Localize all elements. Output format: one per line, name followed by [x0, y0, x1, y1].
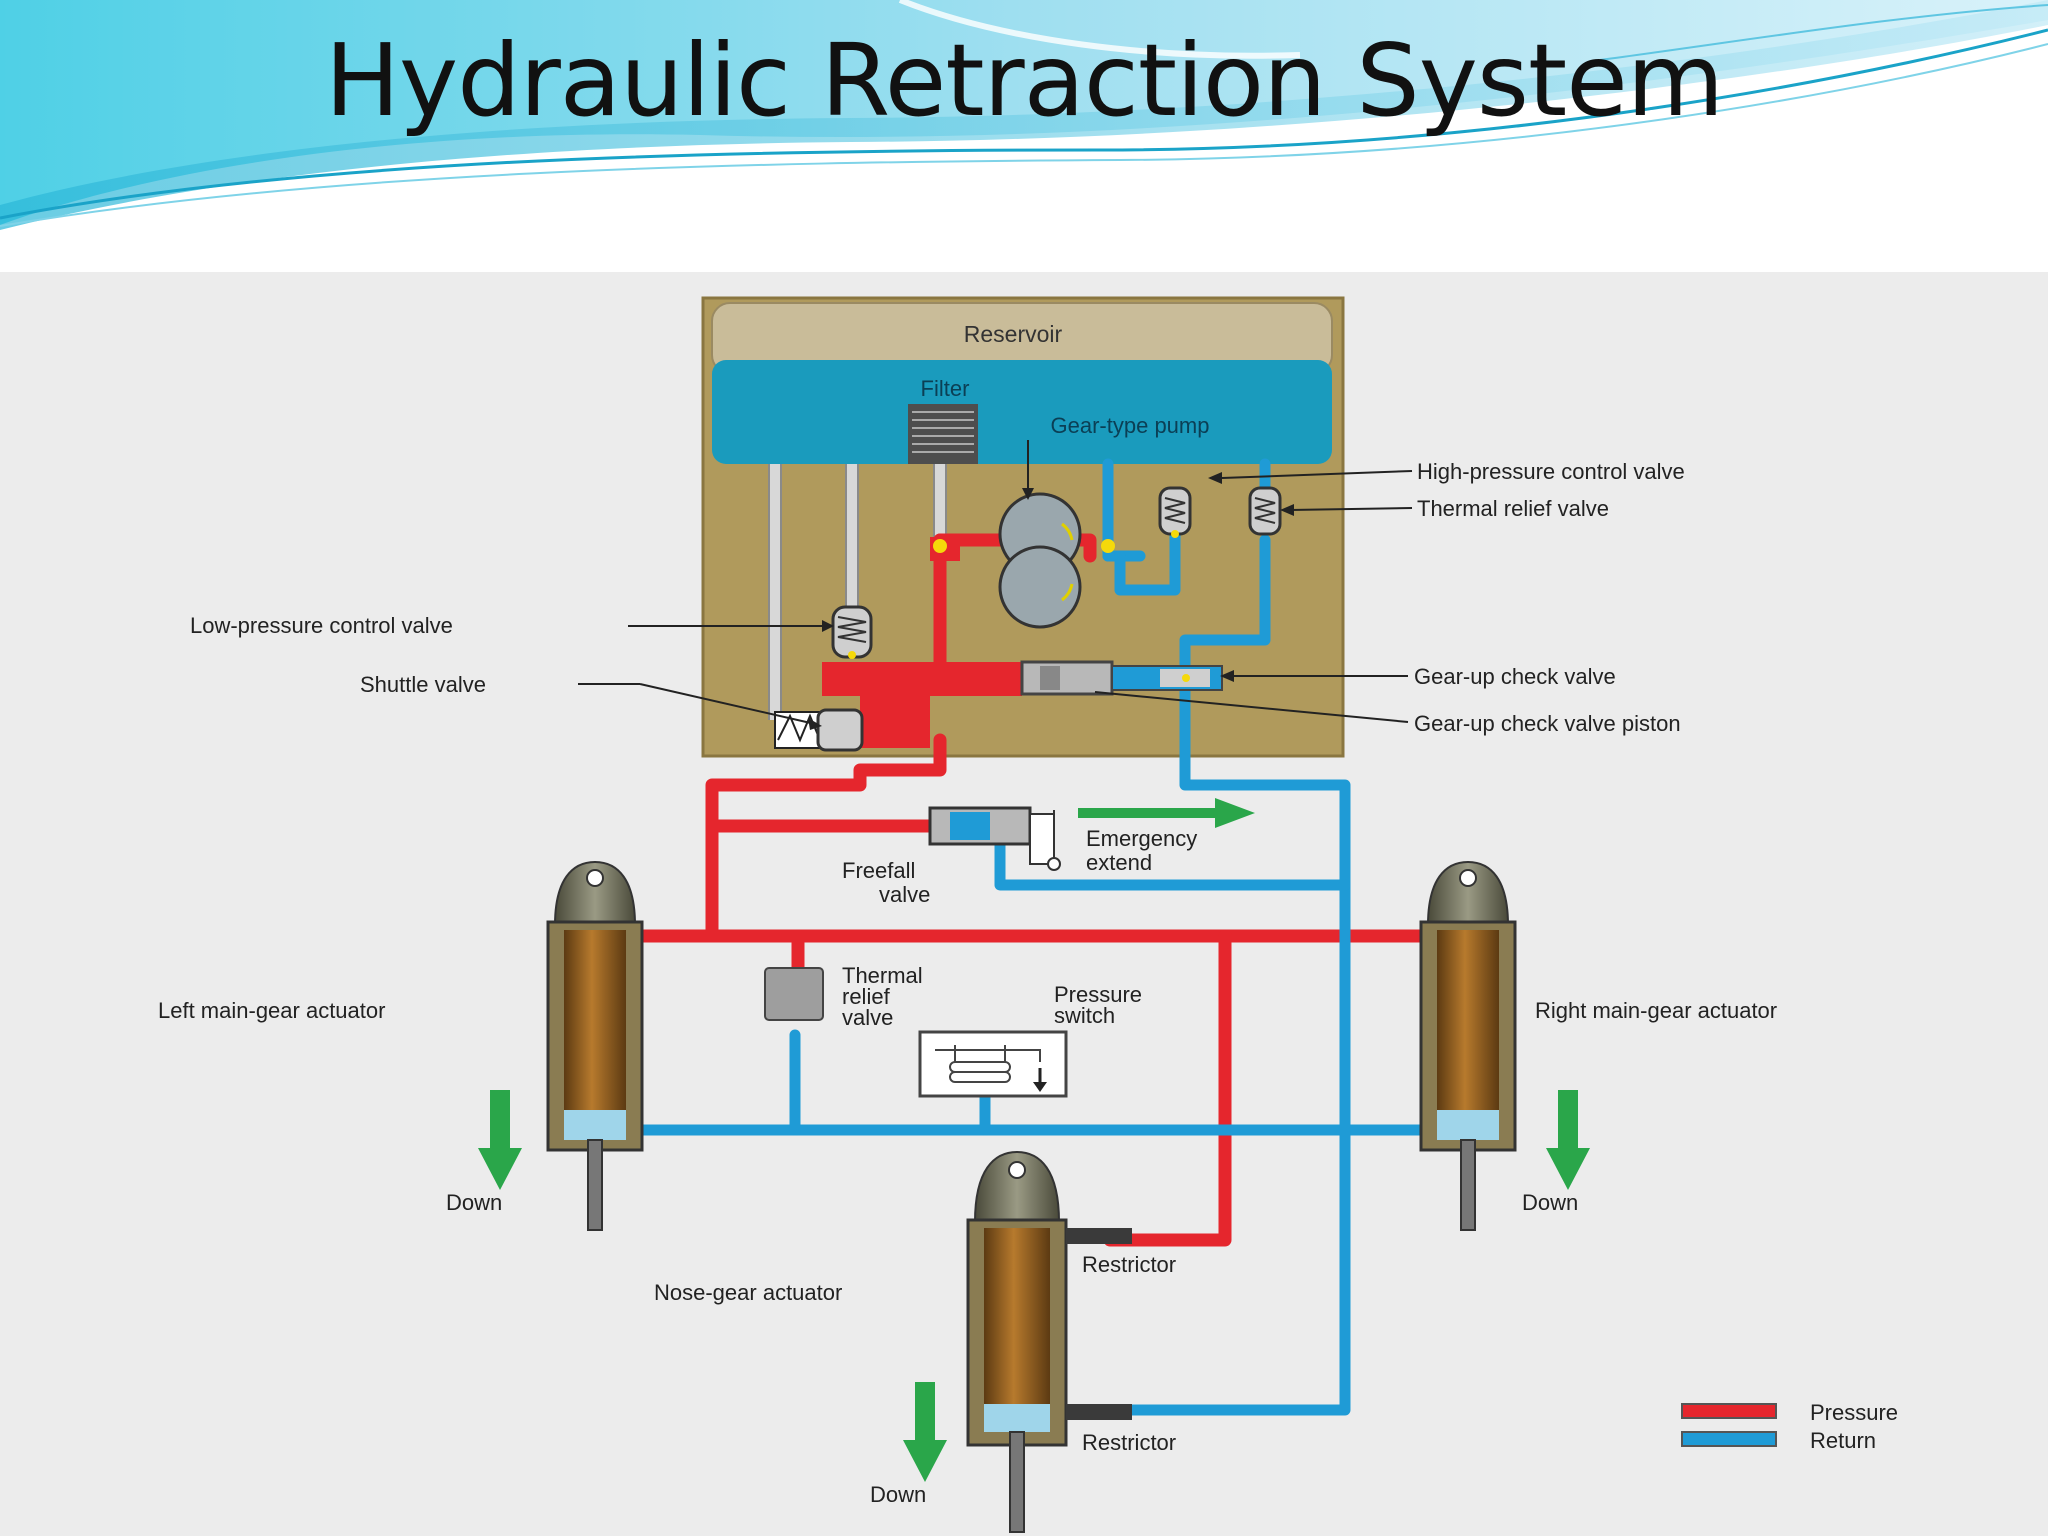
nose-gear-actuator-label: Nose-gear actuator	[654, 1280, 842, 1305]
thermal-relief-valve-top	[1248, 486, 1282, 536]
down-right-label: Down	[1522, 1190, 1578, 1215]
down-arrow-nose	[903, 1382, 947, 1482]
restrictor-bottom-label: Restrictor	[1082, 1430, 1176, 1455]
hydraulic-diagram: Reservoir Filter Gear-type pump	[0, 272, 2048, 1536]
right-main-gear-actuator-label: Right main-gear actuator	[1535, 998, 1777, 1023]
low-pressure-control-valve-label: Low-pressure control valve	[190, 613, 453, 638]
pump-gear-bottom	[998, 545, 1082, 629]
slide-title: Hydraulic Retraction System	[324, 22, 1724, 139]
thermal-relief-mid-label-3: valve	[842, 1005, 893, 1030]
filter-element	[908, 404, 978, 464]
thermal-relief-mid-label-2: relief	[842, 984, 891, 1009]
gear-up-check-valve-piston-label: Gear-up check valve piston	[1414, 711, 1681, 736]
legend: Pressure Return	[1681, 1400, 1898, 1453]
freefall-valve	[928, 806, 1061, 871]
restrictor-top	[1066, 1228, 1132, 1244]
thermal-relief-mid-label-1: Thermal	[842, 963, 923, 988]
high-pressure-control-valve	[1158, 486, 1192, 538]
high-pressure-control-valve-label: High-pressure control valve	[1417, 459, 1685, 484]
legend-pressure-label: Pressure	[1810, 1400, 1898, 1425]
nose-gear-actuator	[966, 1150, 1132, 1533]
freefall-valve-label-1: Freefall	[842, 858, 915, 883]
right-main-gear-actuator	[1419, 860, 1517, 1231]
shuttle-valve-label: Shuttle valve	[360, 672, 486, 697]
left-main-gear-actuator	[546, 860, 644, 1231]
gear-pump-label: Gear-type pump	[1051, 413, 1210, 438]
pressure-switch-label-1: Pressure	[1054, 982, 1142, 1007]
legend-return-label: Return	[1810, 1428, 1876, 1453]
left-main-gear-actuator-label: Left main-gear actuator	[158, 998, 385, 1023]
low-pressure-control-valve	[831, 605, 873, 659]
restrictor-bottom	[1066, 1404, 1132, 1420]
manifold-block-lower	[860, 690, 930, 748]
filter-label: Filter	[921, 376, 970, 401]
reservoir-label: Reservoir	[964, 321, 1063, 347]
emergency-extend-arrow	[1078, 798, 1255, 828]
reservoir-fluid	[712, 360, 1332, 464]
emergency-extend-label-2: extend	[1086, 850, 1152, 875]
emergency-extend-label-1: Emergency	[1086, 826, 1197, 851]
freefall-valve-label-2: valve	[879, 882, 930, 907]
pressure-switch	[918, 1030, 1068, 1098]
restrictor-top-label: Restrictor	[1082, 1252, 1176, 1277]
legend-return-swatch	[1681, 1431, 1777, 1447]
thermal-relief-valve-label: Thermal relief valve	[1417, 496, 1609, 521]
gear-up-check-valve	[1020, 660, 1223, 696]
gear-up-check-valve-label: Gear-up check valve	[1414, 664, 1616, 689]
down-arrow-left	[478, 1090, 522, 1190]
down-left-label: Down	[446, 1190, 502, 1215]
pressure-switch-label-2: switch	[1054, 1003, 1115, 1028]
down-nose-label: Down	[870, 1482, 926, 1507]
thermal-relief-valve-mid	[764, 967, 824, 1021]
header-swoosh	[0, 0, 2048, 230]
down-arrow-right	[1546, 1090, 1590, 1190]
shuttle-valve	[774, 708, 864, 752]
legend-pressure-swatch	[1681, 1403, 1777, 1419]
